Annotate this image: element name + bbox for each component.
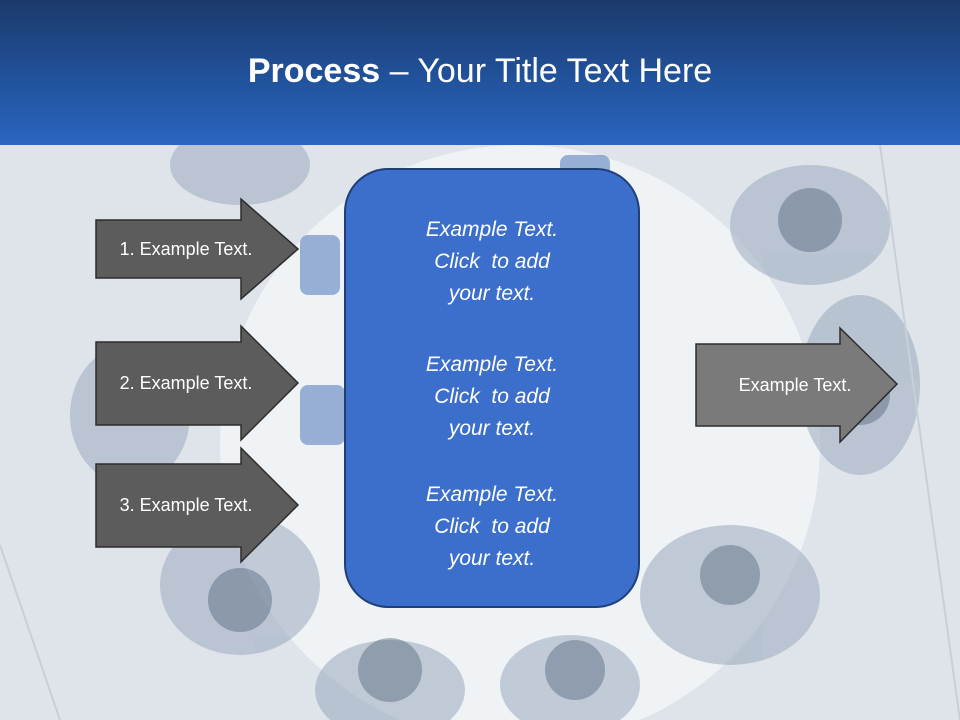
center-text-line: Click to add bbox=[434, 385, 550, 408]
title-bold: Process bbox=[247, 52, 381, 90]
arrow-label: 1. Example Text. bbox=[119, 238, 253, 259]
arrow-label: Example Text. bbox=[738, 374, 852, 395]
process-arrow-3[interactable]: 3. Example Text. bbox=[95, 446, 300, 564]
arrow-label: 2. Example Text. bbox=[119, 372, 253, 393]
center-text-line: your text. bbox=[448, 282, 536, 305]
center-text-block-1: Example Text. Click to add your text. bbox=[346, 214, 638, 310]
process-arrow-1[interactable]: 1. Example Text. bbox=[95, 197, 300, 301]
arrow-label: 3. Example Text. bbox=[119, 494, 253, 515]
result-arrow[interactable]: Example Text. bbox=[695, 326, 899, 444]
center-text-line: Example Text. bbox=[425, 483, 559, 506]
center-text-line: Example Text. bbox=[425, 353, 559, 376]
slide-title[interactable]: Process – Your Title Text Here bbox=[0, 52, 960, 91]
center-text-line: Example Text. bbox=[425, 218, 559, 241]
process-arrow-2[interactable]: 2. Example Text. bbox=[95, 324, 300, 442]
arrow-shape bbox=[95, 446, 300, 564]
arrow-shape bbox=[695, 326, 899, 444]
center-text-block-3: Example Text. Click to add your text. bbox=[346, 479, 638, 575]
arrow-shape bbox=[95, 324, 300, 442]
title-rest: – Your Title Text Here bbox=[380, 52, 713, 90]
center-text-block-2: Example Text. Click to add your text. bbox=[346, 349, 638, 445]
center-text-line: Click to add bbox=[434, 515, 550, 538]
center-text-box[interactable]: Example Text. Click to add your text. Ex… bbox=[344, 168, 640, 608]
arrow-shape bbox=[95, 197, 300, 301]
center-text-line: Click to add bbox=[434, 250, 550, 273]
center-text-line: your text. bbox=[448, 417, 536, 440]
center-text-line: your text. bbox=[448, 547, 536, 570]
header-band: Process – Your Title Text Here bbox=[0, 0, 960, 145]
